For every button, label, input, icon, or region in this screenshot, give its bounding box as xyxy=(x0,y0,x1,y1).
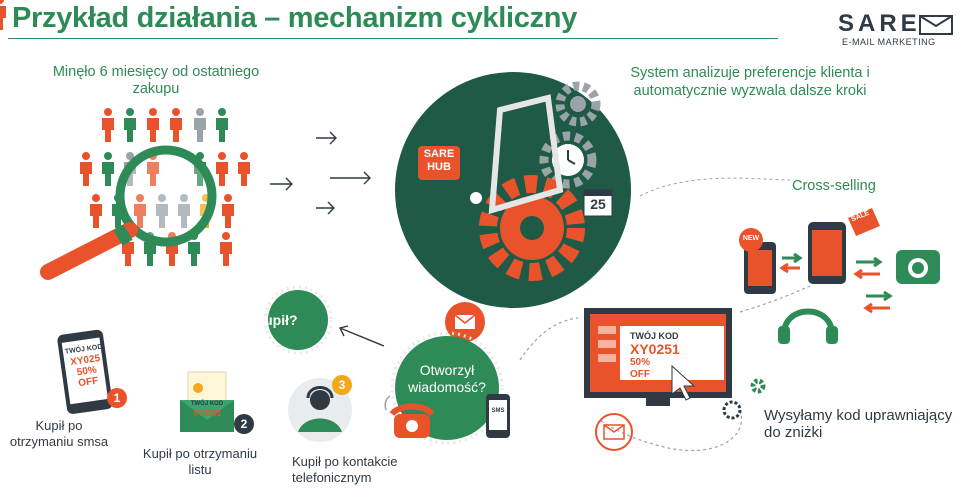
arrow-back-icon xyxy=(338,325,385,347)
small-gear-icons xyxy=(722,378,766,420)
phone-coupon: TWÓJ KOD XY025 50% OFF xyxy=(63,341,109,390)
otworzyl-question: Otworzył wiadomość? xyxy=(408,362,486,395)
headset-icon xyxy=(778,308,838,344)
gear-icons xyxy=(470,81,601,281)
step-3-label: Kupił po kontakcie telefonicznym xyxy=(292,454,398,485)
calendar-icon xyxy=(583,189,613,217)
email-send-icon xyxy=(595,413,633,451)
kupil-question: Kupił? xyxy=(254,312,298,328)
monitor-coupon-discount: 50% xyxy=(630,357,651,368)
envelope-coupon-icon xyxy=(180,371,234,432)
page-title: Przykład działania – mechanizm cykliczny xyxy=(12,2,578,34)
right-caption: System analizuje preferencje klienta i a… xyxy=(630,65,870,99)
envelope-coupon-header: TWÓJ KOD xyxy=(190,401,224,407)
kupil-question-circle xyxy=(263,285,333,355)
logo-subtitle: E-MAIL MARKETING xyxy=(842,37,936,47)
people-crowd-icon xyxy=(0,0,6,30)
monitor-coupon-icon xyxy=(584,308,732,406)
step-2-label: Kupił po otrzymaniu listu xyxy=(142,446,258,477)
new-tag: NEW xyxy=(742,235,760,242)
crowd-row-1 xyxy=(102,108,228,142)
step-2-badge: 2 xyxy=(234,414,254,434)
final-step-label: Wysyłamy kod uprawniający do zniżki xyxy=(764,407,953,441)
cross-selling-icons xyxy=(639,177,940,314)
monitor-coupon: TWÓJ KOD XY0251 50% OFF xyxy=(630,330,720,381)
logo-wordmark: SARE xyxy=(838,10,921,37)
sare-logo: SARE E-MAIL MARKETING xyxy=(838,10,956,50)
telephone-icon xyxy=(384,395,435,438)
calendar-day: 25 xyxy=(590,196,606,212)
step-3-badge: 3 xyxy=(332,375,352,395)
email-circle xyxy=(445,302,485,342)
hub-label: SARE HUB xyxy=(423,148,455,173)
sms-phone-icon xyxy=(486,394,510,438)
step-1-label: Kupił po otrzymaniu smsa xyxy=(9,418,109,449)
monitor-coupon-code: XY0251 xyxy=(630,341,680,357)
left-caption: Minęło 6 miesięcy od ostatniego zakupu xyxy=(52,64,260,97)
envelope-coupon: TWÓJ KOD XY0251 xyxy=(186,400,228,418)
title-divider xyxy=(8,38,778,39)
phone-coupon-icon xyxy=(57,329,113,414)
sms-label: SMS xyxy=(491,408,505,414)
cross-selling-label: Cross-selling xyxy=(792,178,876,194)
monitor-coupon-header: TWÓJ KOD xyxy=(630,331,679,341)
step-1-badge: 1 xyxy=(107,388,127,408)
agent-avatar-icon xyxy=(288,378,352,442)
envelope-coupon-code: XY0251 xyxy=(192,409,222,418)
monitor-coupon-off: OFF xyxy=(630,369,650,380)
envelope-icon xyxy=(919,15,953,35)
magnifier-icon xyxy=(40,145,217,280)
flow-arrows xyxy=(270,131,371,215)
